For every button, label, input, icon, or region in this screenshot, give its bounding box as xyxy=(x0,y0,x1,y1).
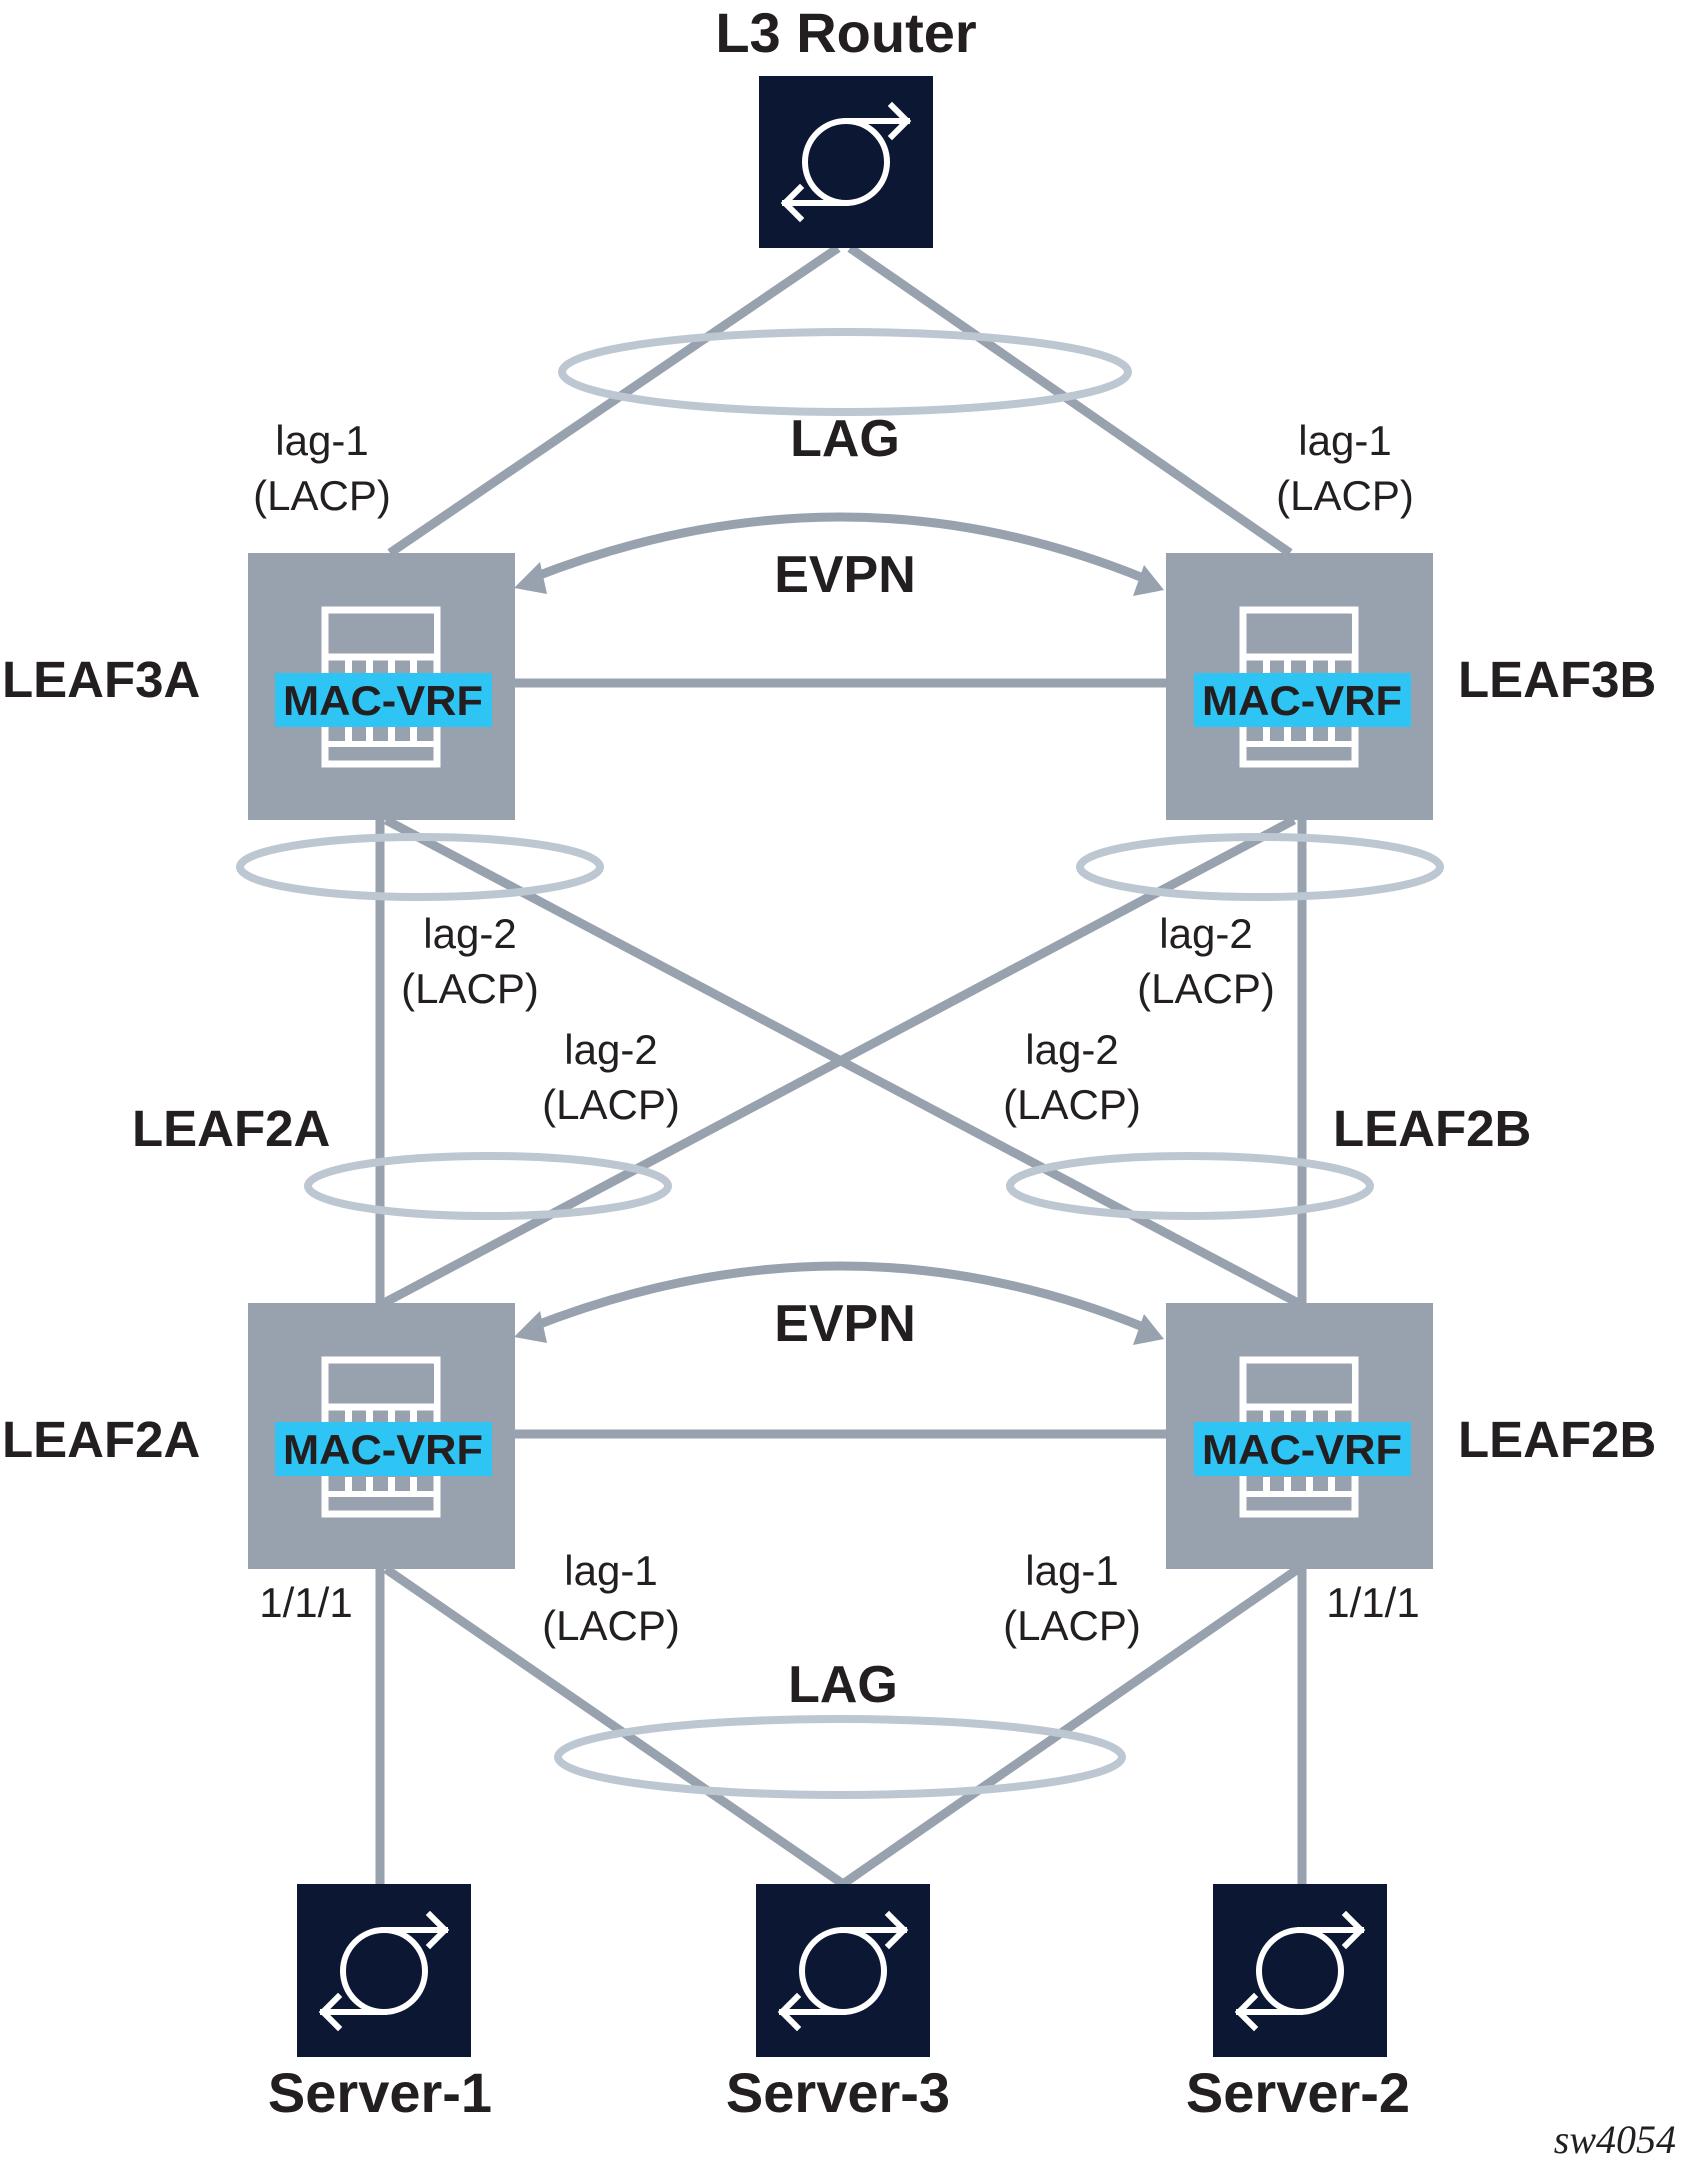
link-leaf2b-server3 xyxy=(840,1565,1301,1888)
evpn-arrows xyxy=(514,512,1164,1345)
evpn-arrowhead-bottom-right xyxy=(1133,1314,1164,1345)
top-lag-label: LAG xyxy=(790,410,900,468)
mac-vrf-label: MAC-VRF xyxy=(1202,677,1402,724)
server1-label: Server-1 xyxy=(268,2061,492,2124)
leaf3b-down-lag-name: lag-2 xyxy=(1159,910,1252,957)
mac-vrf-badge xyxy=(275,1422,492,1476)
leaf3b-uplink-lag-proto: (LACP) xyxy=(1276,472,1414,519)
leaf3a-uplink-lag-proto: (LACP) xyxy=(253,472,391,519)
evpn-arrowhead-top-right xyxy=(1133,565,1164,596)
evpn-arc-top xyxy=(530,512,1150,585)
lag-ring-top xyxy=(558,328,1132,416)
bottom-lag-label: LAG xyxy=(788,1656,898,1714)
leaf3b-down-lag-proto: (LACP) xyxy=(1137,965,1275,1012)
link-leaf2a-server3 xyxy=(383,1565,846,1888)
mac-vrf-badge xyxy=(1194,673,1411,727)
mac-vrf-badge xyxy=(275,673,492,727)
evpn-arrowhead-top-left xyxy=(514,562,547,594)
lag-ring-leaf3a xyxy=(236,833,604,901)
leaf2b-port-label: 1/1/1 xyxy=(1326,1579,1419,1626)
l3-router-node[interactable]: L3 Router xyxy=(715,1,977,248)
leaf3a-down-lag-proto: (LACP) xyxy=(401,965,539,1012)
leaf3b-node[interactable]: MAC-VRF LEAF3B xyxy=(1166,553,1656,820)
leaf2a-up-lag-name: lag-2 xyxy=(564,1026,657,1073)
leaf3a-down-lag-name: lag-2 xyxy=(423,910,516,957)
leaf2a-mid-label: LEAF2A xyxy=(132,1100,330,1157)
leaf3b-label: LEAF3B xyxy=(1458,651,1656,708)
lag-ring-bottom xyxy=(554,1715,1126,1799)
lag-ring-leaf3b xyxy=(1076,833,1444,901)
server3-node[interactable]: Server-3 xyxy=(726,1884,950,2124)
server2-node[interactable]: Server-2 xyxy=(1186,1884,1410,2124)
link-leaf3b-leaf2a xyxy=(381,816,1297,1307)
server1-box[interactable] xyxy=(297,1884,471,2057)
leaf2b-up-lag-proto: (LACP) xyxy=(1003,1081,1141,1128)
leaf2b-server3-lag-name: lag-1 xyxy=(1025,1547,1118,1594)
leaf3a-label: LEAF3A xyxy=(2,651,200,708)
server3-box[interactable] xyxy=(756,1884,930,2057)
link-router-leaf3b xyxy=(847,244,1293,557)
mac-vrf-badge xyxy=(1194,1422,1411,1476)
leaf2a-server3-lag-name: lag-1 xyxy=(564,1547,657,1594)
leaf2a-label: LEAF2A xyxy=(2,1411,200,1468)
leaf2a-server3-lag-proto: (LACP) xyxy=(542,1602,680,1649)
evpn-arrowhead-bottom-left xyxy=(514,1311,547,1343)
l3-router-box[interactable] xyxy=(759,76,933,248)
lag-ring-leaf2a xyxy=(304,1152,672,1220)
leaf2b-up-lag-name: lag-2 xyxy=(1025,1026,1118,1073)
leaf2a-up-lag-proto: (LACP) xyxy=(542,1081,680,1128)
evpn-arc-bottom xyxy=(530,1261,1150,1334)
leaf2a-node[interactable]: MAC-VRF LEAF2A xyxy=(2,1303,515,1569)
server2-box[interactable] xyxy=(1213,1884,1387,2057)
figure-id: sw4054 xyxy=(1554,2117,1676,2162)
leaf2b-mid-label: LEAF2B xyxy=(1333,1100,1531,1157)
lag-rings xyxy=(236,328,1444,1799)
server2-label: Server-2 xyxy=(1186,2061,1410,2124)
server1-node[interactable]: Server-1 xyxy=(268,1884,492,2124)
leaf2b-label: LEAF2B xyxy=(1458,1411,1656,1468)
lag-ring-leaf2b xyxy=(1006,1152,1374,1220)
link-router-leaf3a xyxy=(387,244,841,557)
mac-vrf-label: MAC-VRF xyxy=(283,677,483,724)
leaf3a-uplink-lag-name: lag-1 xyxy=(275,417,368,464)
mac-vrf-label: MAC-VRF xyxy=(1202,1426,1402,1473)
links xyxy=(375,244,1307,1888)
lag-member-labels: lag-1 (LACP) lag-1 (LACP) lag-2 (LACP) l… xyxy=(253,417,1420,1649)
leaf3b-uplink-lag-name: lag-1 xyxy=(1298,417,1391,464)
l3-router-label: L3 Router xyxy=(715,1,976,64)
leaf2b-server3-lag-proto: (LACP) xyxy=(1003,1602,1141,1649)
leaf2b-node[interactable]: MAC-VRF LEAF2B xyxy=(1166,1303,1656,1569)
mac-vrf-label: MAC-VRF xyxy=(283,1426,483,1473)
top-evpn-label: EVPN xyxy=(774,546,916,604)
bottom-evpn-label: EVPN xyxy=(774,1295,916,1353)
server3-label: Server-3 xyxy=(726,2061,950,2124)
leaf2a-port-label: 1/1/1 xyxy=(259,1579,352,1626)
leaf3a-node[interactable]: MAC-VRF LEAF3A xyxy=(2,553,515,820)
